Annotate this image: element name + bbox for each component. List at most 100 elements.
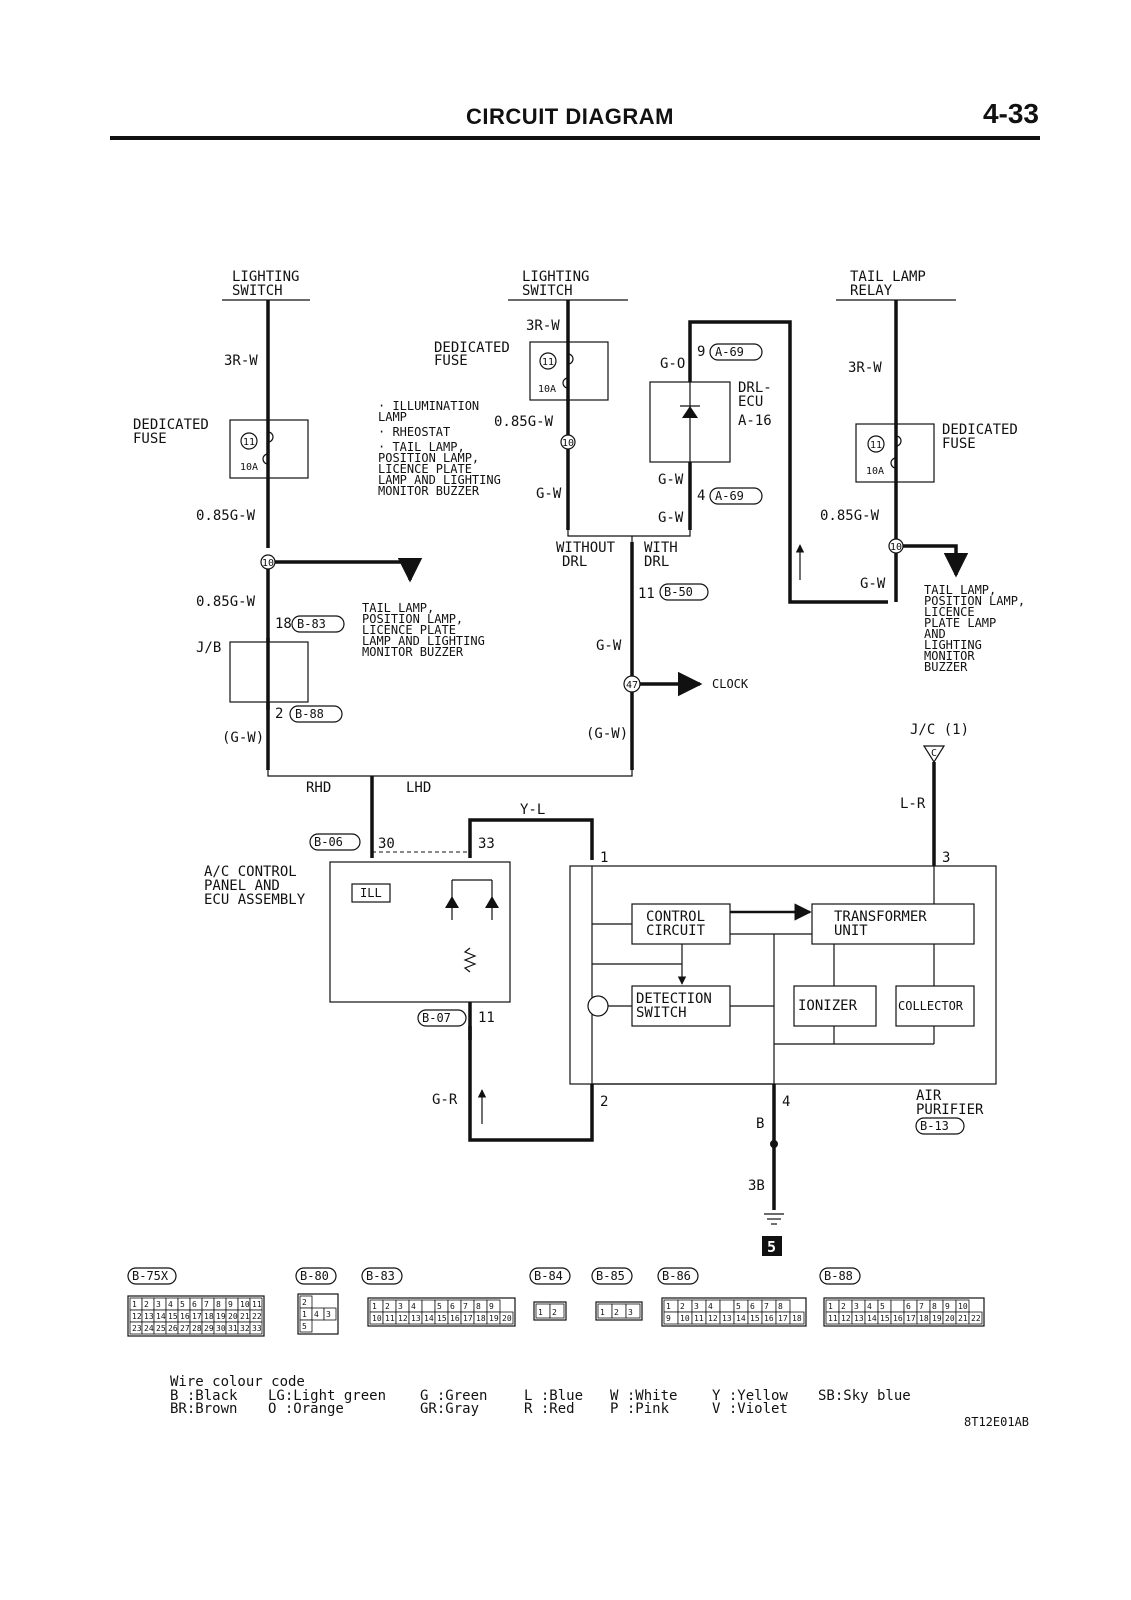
- drl-conn-bot: A-69: [715, 489, 744, 503]
- right-wire-gw: G-W: [860, 576, 886, 592]
- b88-cell: [968, 1311, 983, 1325]
- drl-conn-top-oval: [709, 343, 763, 361]
- b88-pin: 22: [971, 1314, 981, 1323]
- b86-pin: 12: [708, 1314, 718, 1323]
- yl-wire: [468, 818, 594, 860]
- left-arrow-wire: [275, 557, 423, 583]
- b75-pin: 24: [144, 1324, 154, 1333]
- control-2: CIRCUIT: [646, 923, 706, 939]
- conn-b86: B-86: [662, 1269, 691, 1283]
- ionizer-label: IONIZER: [798, 998, 858, 1014]
- page-number: 4-33: [982, 98, 1039, 129]
- right-dest-5: AND: [924, 627, 946, 641]
- left-branch: LIGHTING SWITCH 3R-W 11 10A DEDICATED FU…: [133, 269, 485, 770]
- b50-conn: B-50: [664, 585, 693, 599]
- legend-row2-item: P :Pink: [610, 1401, 670, 1417]
- b06-conn-oval: [309, 833, 361, 851]
- legend-row1-item: SB:Sky blue: [818, 1388, 911, 1404]
- conn-b88: B-88: [824, 1269, 853, 1283]
- relay-label-1: TAIL LAMP: [850, 269, 926, 285]
- b80-pin: 3: [326, 1310, 331, 1319]
- left-conn-bot: B-88: [295, 707, 324, 721]
- left-conn-bot-oval: [289, 705, 343, 723]
- left-switch-label-2: SWITCH: [232, 283, 283, 299]
- b13-conn-oval: [915, 1117, 965, 1135]
- b88-pin: 2: [841, 1302, 846, 1311]
- b84-pin: 2: [552, 1308, 557, 1317]
- b85-pin: 2: [614, 1308, 619, 1317]
- wire-b-label: B: [756, 1116, 764, 1132]
- b75-pin: 25: [156, 1324, 166, 1333]
- b88-pin: 11: [828, 1314, 838, 1323]
- right-dest-6: LIGHTING: [924, 638, 982, 652]
- b84-cell: [549, 1303, 565, 1319]
- b83-pin: 18: [476, 1314, 486, 1323]
- wire-3b-label: 3B: [748, 1178, 765, 1194]
- drl-name-1: DRL-: [738, 380, 772, 396]
- legend-row2-item: GR:Gray: [420, 1401, 479, 1417]
- b86-pin: 14: [736, 1314, 746, 1323]
- gr-label: G-R: [432, 1092, 458, 1108]
- conn-b80-oval: [295, 1267, 337, 1285]
- b75-pin: 7: [204, 1300, 209, 1309]
- legend-row1-item: W :White: [610, 1388, 677, 1404]
- conn-b88-oval: [819, 1267, 861, 1285]
- lhd-label: LHD: [406, 780, 431, 796]
- left-wire-top-label: 3R-W: [224, 353, 258, 369]
- b88-pin: 3: [854, 1302, 859, 1311]
- left-dest-4: LAMP AND LIGHTING: [362, 634, 485, 648]
- b75-pin: 33: [252, 1324, 262, 1333]
- jc-label: J/C (1): [910, 722, 969, 738]
- b83-pin: 11: [385, 1314, 395, 1323]
- b80-pin: 1: [302, 1310, 307, 1319]
- b83-pin: 2: [385, 1302, 390, 1311]
- center-dest-3: · RHEOSTAT: [378, 425, 450, 439]
- lower-section: RHD LHD B-06 30 33 Y-L A/C CONTROL PANEL…: [204, 770, 997, 1256]
- b86-pin: 7: [764, 1302, 769, 1311]
- b75-pin: 6: [192, 1300, 197, 1309]
- b88-pin: 16: [893, 1314, 903, 1323]
- without-drl-2: DRL: [562, 554, 587, 570]
- b80-pin: 2: [302, 1298, 307, 1307]
- b83-pin: 3: [398, 1302, 403, 1311]
- right-splice-number: 10: [890, 542, 902, 553]
- b83-pin: 14: [424, 1314, 434, 1323]
- b83-cell: [421, 1299, 436, 1313]
- center-fuse-label-2: FUSE: [434, 353, 468, 369]
- collector-label: COLLECTOR: [898, 999, 964, 1013]
- center-splice: [560, 434, 576, 450]
- b86-pin: 3: [694, 1302, 699, 1311]
- b75-pin: 3: [156, 1300, 161, 1309]
- legend-row2-item: V :Violet: [712, 1401, 788, 1417]
- air-1: AIR: [916, 1088, 942, 1104]
- right-fuse-label-2: FUSE: [942, 436, 976, 452]
- b75-pin: 19: [216, 1312, 226, 1321]
- conn-b75x: B-75X: [132, 1269, 169, 1283]
- right-dest-1: TAIL LAMP,: [924, 583, 996, 597]
- drl-wire-c: G-W: [658, 510, 684, 526]
- legend-row1-item: G :Green: [420, 1388, 487, 1404]
- center-switch-label-1: LIGHTING: [522, 269, 589, 285]
- control-circuit-box: [631, 903, 731, 945]
- b86-pin: 18: [792, 1314, 802, 1323]
- left-fuse-number: 11: [243, 437, 255, 448]
- left-conn-top-oval: [291, 615, 345, 633]
- b88-pin: 17: [906, 1314, 916, 1323]
- b83-pin: 5: [437, 1302, 442, 1311]
- b75-pin: 8: [216, 1300, 221, 1309]
- b86-pin: 2: [680, 1302, 685, 1311]
- b75-pin: 14: [156, 1312, 166, 1321]
- b88-cell: [890, 1299, 905, 1313]
- left-wire-bot-label: (G-W): [222, 730, 264, 746]
- right-arrow-wire: [903, 544, 969, 578]
- b75-pin: 15: [168, 1312, 178, 1321]
- right-dest-4: PLATE LAMP: [924, 616, 996, 630]
- b75-pin: 29: [204, 1324, 214, 1333]
- right-branch: TAIL LAMP RELAY 3R-W 11 10A DEDICATED FU…: [820, 269, 1025, 866]
- center-wire-bot-label: (G-W): [586, 726, 628, 742]
- b83-pin: 7: [463, 1302, 468, 1311]
- header-rule: [110, 136, 1040, 140]
- right-fuse-number: 11: [870, 440, 882, 451]
- b75-pin: 28: [192, 1324, 202, 1333]
- with-drl-2: DRL: [644, 554, 669, 570]
